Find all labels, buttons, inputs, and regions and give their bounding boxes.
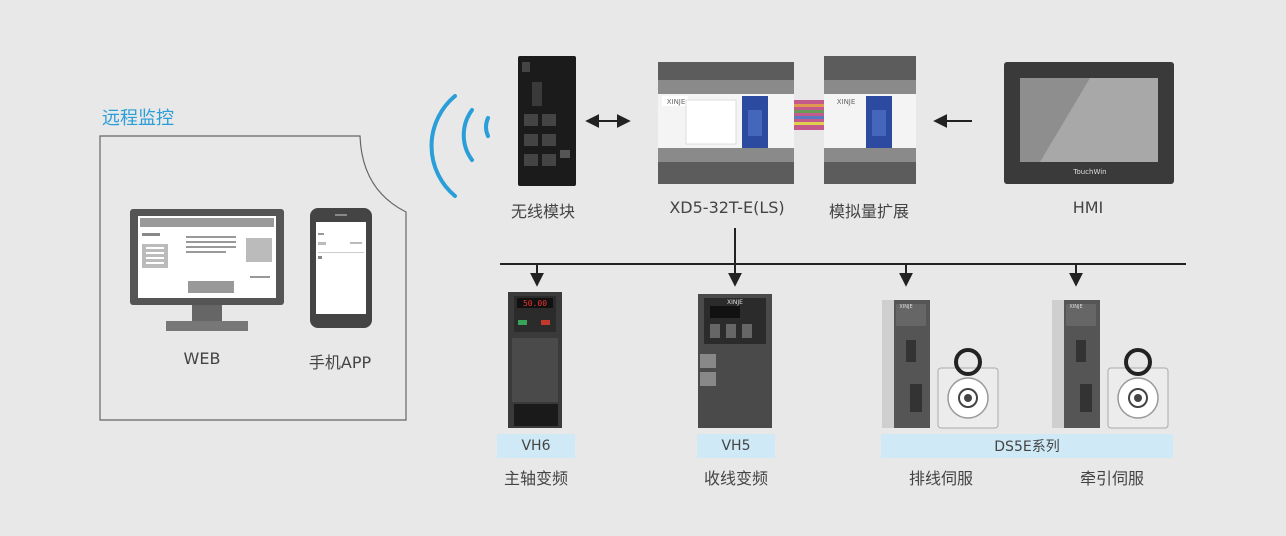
plc-label: XD5-32T-E(LS): [669, 198, 785, 217]
hmi-image: [1004, 62, 1174, 184]
vh6-drive-image: [508, 292, 562, 428]
remote-frame: [99, 135, 407, 421]
vh5-series-bar: VH5: [697, 434, 775, 458]
expansion-label: 模拟量扩展: [828, 202, 910, 221]
remote-monitoring-title: 远程监控: [102, 108, 174, 129]
vh6-series-bar: VH6: [497, 434, 575, 458]
ribbon-cable: [794, 100, 824, 130]
wireless-module-label: 无线模块: [510, 202, 576, 221]
servo1-drive-image: [882, 300, 930, 428]
wireless-module-image: [518, 56, 576, 186]
vh5-logo-text: XINJE: [727, 299, 743, 306]
servo1-motor-image: [937, 348, 999, 429]
hmi-logo-text: TouchWin: [1072, 168, 1106, 176]
servo2-logo-text: XINJE: [1069, 304, 1082, 310]
app-label: 手机APP: [308, 353, 372, 372]
servo1-logo-text: XINJE: [899, 304, 912, 310]
servo1-role-label: 排线伺服: [908, 469, 974, 488]
wifi-signal-icon: [429, 94, 490, 198]
expansion-logo-text: XINJE: [837, 98, 856, 106]
vh6-role-label: 主轴变频: [503, 469, 569, 488]
expansion-module-image: [824, 56, 916, 184]
servo2-drive-image: [1052, 300, 1100, 428]
servo2-role-label: 牵引伺服: [1079, 469, 1145, 488]
plc-logo-text: XINJE: [667, 98, 686, 106]
plc-image: [658, 62, 794, 184]
servo2-motor-image: [1107, 348, 1169, 429]
web-label: WEB: [183, 349, 221, 368]
monitor-icon: [130, 209, 284, 331]
hmi-label: HMI: [1072, 198, 1104, 217]
phone-icon: [310, 208, 372, 328]
vh5-drive-image: [698, 294, 772, 428]
vh5-role-label: 收线变频: [703, 469, 769, 488]
vh6-display-text: 50.00: [523, 299, 547, 308]
ds5e-series-bar: DS5E系列: [881, 434, 1173, 458]
